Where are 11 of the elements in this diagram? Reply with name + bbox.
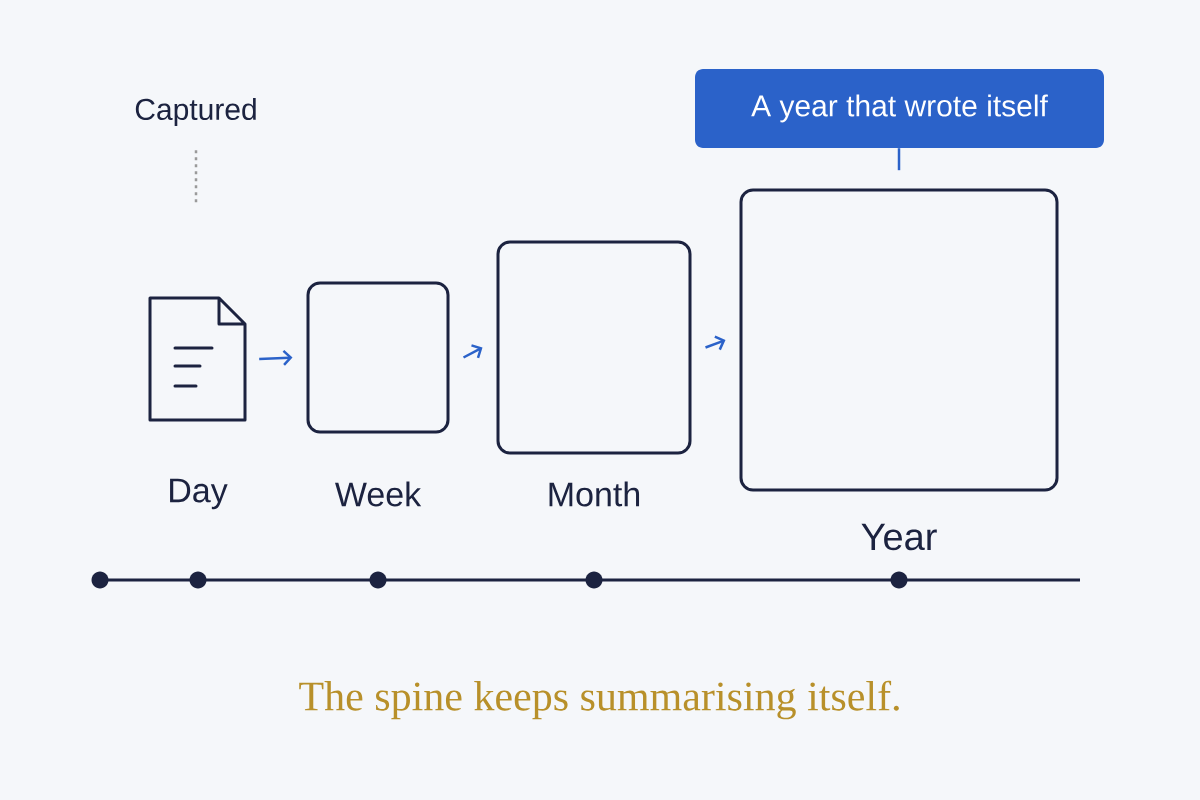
arrow: [705, 335, 726, 351]
node-label: Day: [170, 478, 228, 510]
arrow: [259, 349, 293, 366]
arrow: [462, 344, 483, 359]
caption: The spine keeps summarising itself.: [299, 680, 899, 720]
node-label: Month: [549, 481, 640, 507]
node-label: Week: [335, 481, 422, 507]
callout-box: A year that wrote itself: [695, 69, 1104, 148]
connector-line: [897, 148, 901, 171]
node-label: Year: [861, 523, 937, 551]
node-label: Captured: [135, 98, 256, 126]
